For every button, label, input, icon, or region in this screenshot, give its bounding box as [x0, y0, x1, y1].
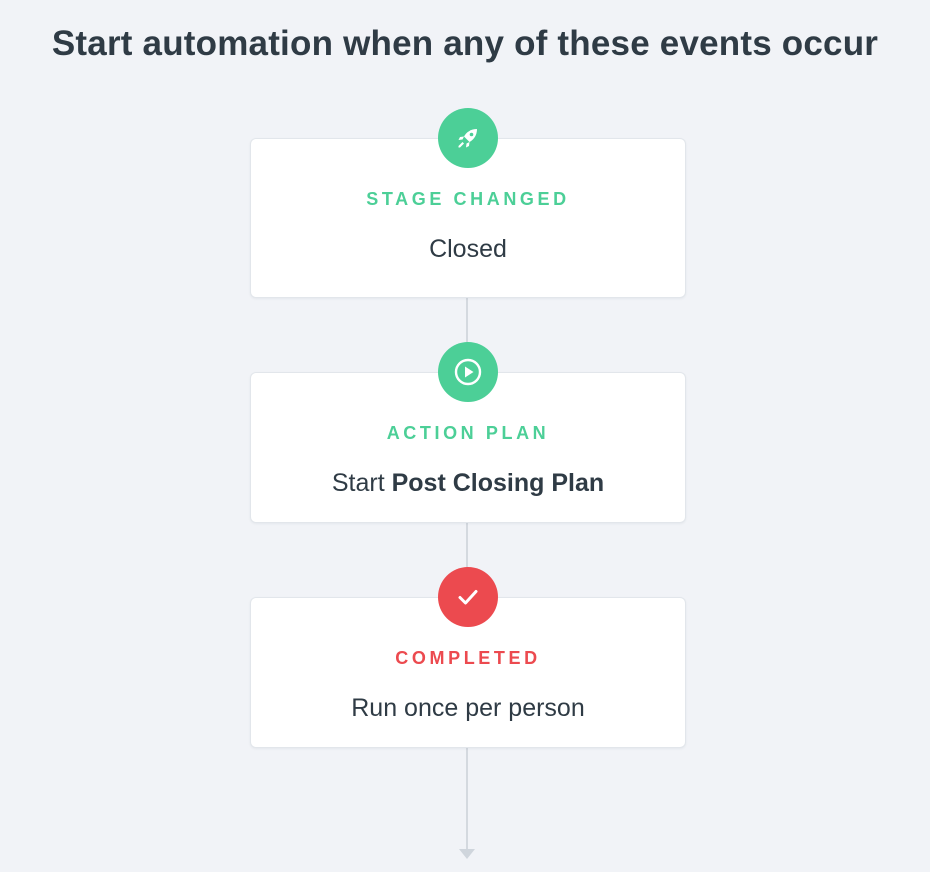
page-title: Start automation when any of these event…	[51, 24, 879, 63]
rocket-icon	[458, 129, 477, 148]
step-value-prefix: Start	[331, 469, 385, 497]
step-label: STAGE CHANGED	[366, 189, 570, 209]
step-value: Closed	[429, 235, 507, 263]
step-value: Run once per person	[351, 694, 585, 722]
step-label: ACTION PLAN	[386, 423, 550, 443]
connector-line	[466, 522, 468, 574]
connector-line	[466, 298, 468, 348]
step-badge	[438, 567, 498, 627]
step-label: COMPLETED	[395, 648, 541, 668]
step-card-completed[interactable]: COMPLETED Run once per person	[250, 597, 686, 748]
checkmark-icon	[458, 590, 478, 605]
step-value: Start Post Closing Plan	[251, 469, 685, 498]
action-plan-name[interactable]: Post Closing Plan	[391, 469, 605, 497]
connector-line	[466, 747, 468, 850]
play-circle-icon	[454, 358, 482, 386]
step-badge	[438, 108, 498, 168]
step-card-stage-changed[interactable]: STAGE CHANGED Closed	[250, 138, 686, 298]
step-badge	[438, 342, 498, 402]
arrow-down-icon	[459, 849, 475, 859]
